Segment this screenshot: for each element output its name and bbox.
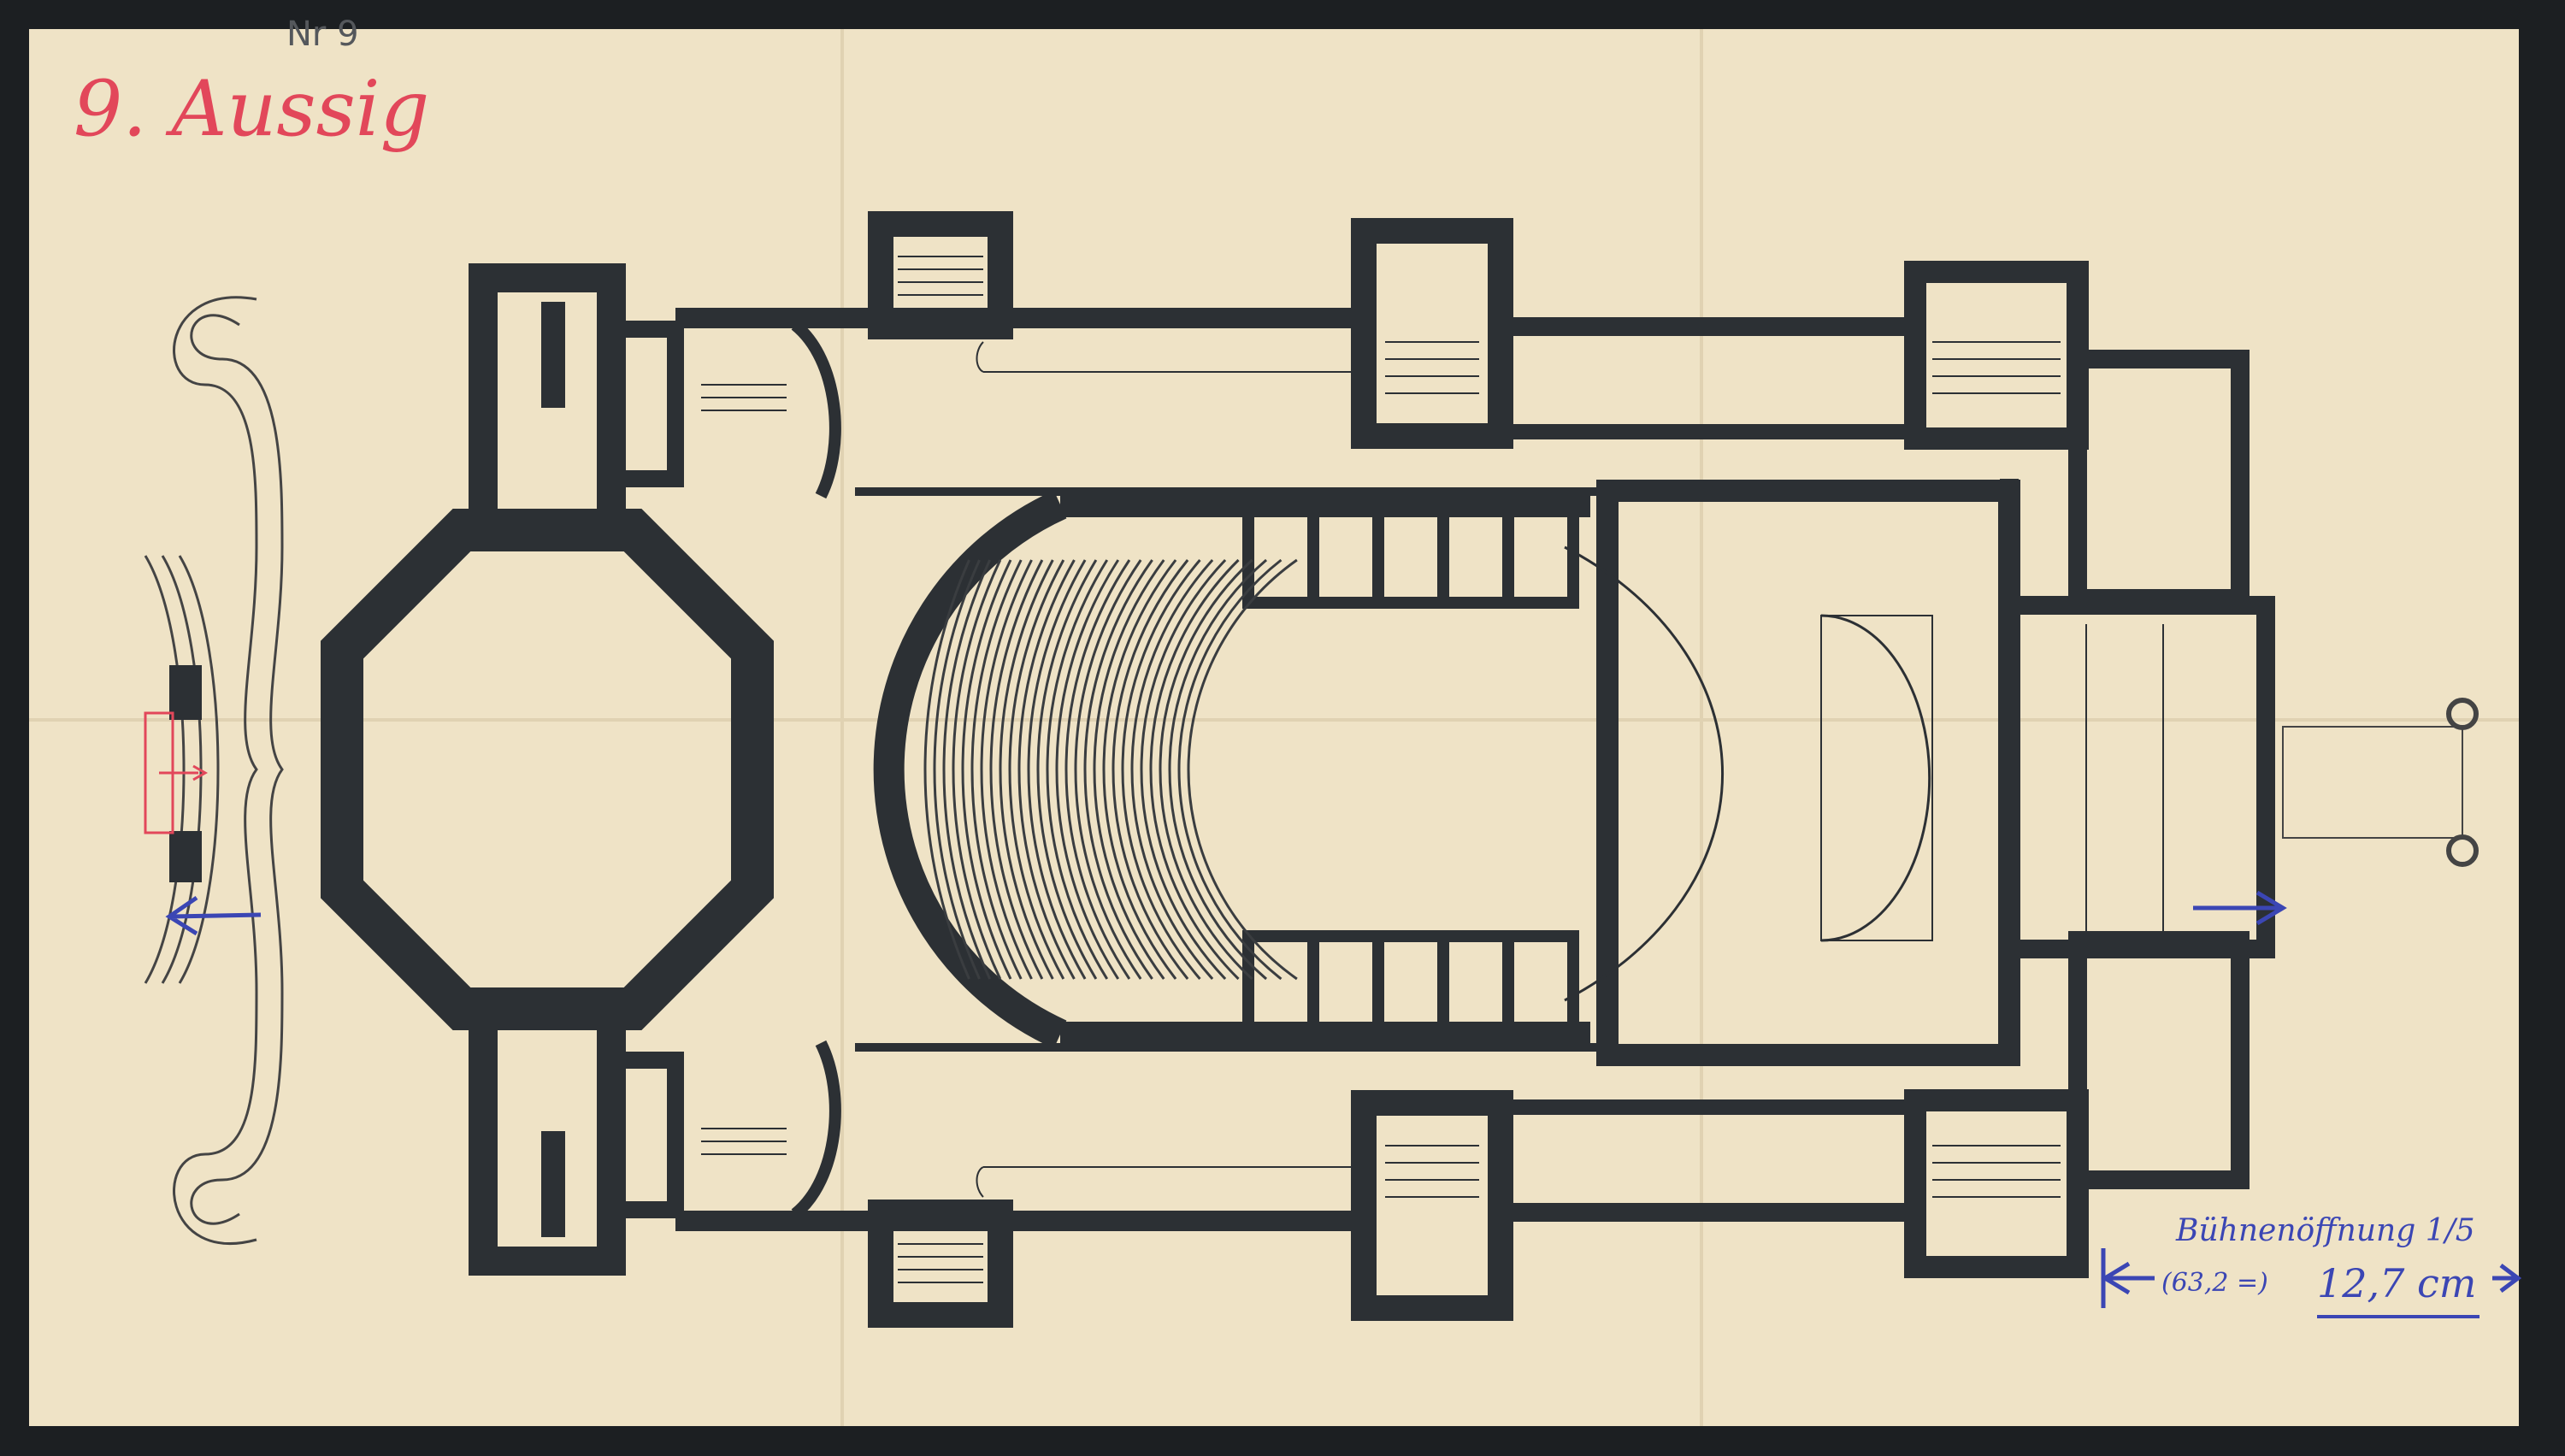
seat-row	[1027, 559, 1087, 980]
seat-row	[1159, 558, 1253, 981]
measurement-note-label: Bühnenöffnung 1/5	[2176, 1213, 2475, 1248]
measurement-original-value: (63,2 =)	[2161, 1268, 2268, 1298]
fold-lines	[29, 29, 2519, 1426]
blue-pencil-arrows	[165, 890, 2522, 1318]
auditorium-seating	[923, 558, 1298, 981]
seat-row	[952, 559, 1002, 980]
seat-row	[1187, 558, 1298, 981]
seat-row	[1121, 559, 1201, 980]
seat-row	[923, 559, 970, 980]
seat-row	[1149, 558, 1240, 981]
seat-row	[999, 559, 1054, 980]
seat-row	[1008, 559, 1065, 980]
sheet-number-label: Nr 9	[286, 15, 359, 54]
red-entrance-correction	[144, 711, 209, 834]
seat-row	[1130, 558, 1214, 981]
boxes	[1242, 503, 1579, 609]
seat-row	[1177, 558, 1282, 981]
seat-row	[1017, 559, 1076, 980]
seat-row	[989, 559, 1044, 980]
seat-row	[1093, 559, 1165, 980]
seat-row	[1074, 559, 1142, 980]
seat-row	[1083, 559, 1153, 980]
seat-row	[1168, 558, 1268, 981]
paper-sheet	[29, 29, 2519, 1426]
seat-row	[970, 559, 1023, 980]
rear-steps	[2282, 698, 2479, 867]
seat-row	[1112, 559, 1189, 980]
seat-row	[1064, 559, 1131, 980]
seat-row	[1140, 558, 1227, 981]
stage-arc	[1564, 545, 1725, 1002]
seat-row	[1036, 559, 1098, 980]
seat-row	[980, 559, 1033, 980]
seat-row	[933, 559, 981, 980]
sheet-title-annotation: 9. Aussig	[74, 64, 430, 154]
entrance-ramp-curves	[144, 296, 284, 1245]
seat-row	[961, 559, 1012, 980]
measurement-scaled-value: 12,7 cm	[2317, 1260, 2477, 1306]
seat-row	[942, 559, 992, 980]
front-porch-piers	[169, 665, 202, 882]
seat-row	[1046, 559, 1109, 980]
wing-upper	[469, 211, 2250, 609]
seat-row	[1055, 559, 1120, 980]
stair-treads	[701, 256, 2061, 411]
seat-row	[1102, 559, 1177, 980]
foyer-octagon	[321, 509, 774, 1030]
auditorium-wall	[873, 490, 1067, 1049]
